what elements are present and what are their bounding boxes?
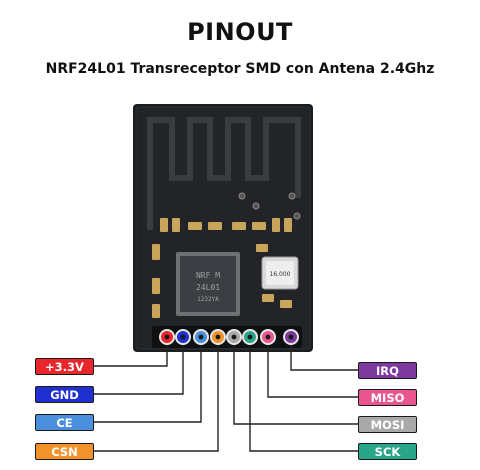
leader-line-vcc [94,345,168,367]
leader-line-sck [249,345,358,452]
leader-line-mosi [233,345,358,425]
pin-hole-csn [215,334,221,340]
pin-hole-vcc [164,334,170,340]
pin-label-ce: CE [35,413,94,431]
via [238,192,246,200]
pin-hole-irq [288,334,294,340]
pin-label-miso: MISO [358,388,417,406]
via [293,212,301,220]
leader-line-miso [267,345,358,398]
leader-line-csn [94,345,219,452]
via [252,202,260,210]
smd-components [152,218,292,318]
leader-line-ce [94,345,202,423]
pin-label-irq: IRQ [358,361,417,379]
page-subtitle: NRF24L01 Transreceptor SMD con Antena 2.… [45,61,435,77]
chip-marking-line2: 24L01 [196,283,220,292]
chip-marking-line1: NRF M [196,271,220,280]
pin-pads [159,329,299,345]
leader-lines [94,345,358,452]
pin-hole-mosi [231,334,237,340]
leader-line-irq [290,345,358,371]
pcb-antenna [147,117,301,198]
pin-label-vcc: +3.3V [35,357,94,375]
via [288,192,296,200]
page-title: PINOUT [187,18,293,46]
chip-marking-line3: 1232YA [197,296,219,303]
pin-hole-miso [265,334,271,340]
pin-label-mosi: MOSI [358,415,417,433]
rf-chip: NRF M 24L01 1232YA [176,252,240,316]
crystal-label: 16.000 [270,271,291,278]
pin-label-sck: SCK [358,442,417,460]
pin-hole-sck [247,334,253,340]
leader-line-gnd [94,345,184,395]
pin-hole-ce [198,334,204,340]
pin-label-gnd: GND [35,385,94,403]
pin-label-csn: CSN [35,442,94,460]
pin-hole-gnd [180,334,186,340]
